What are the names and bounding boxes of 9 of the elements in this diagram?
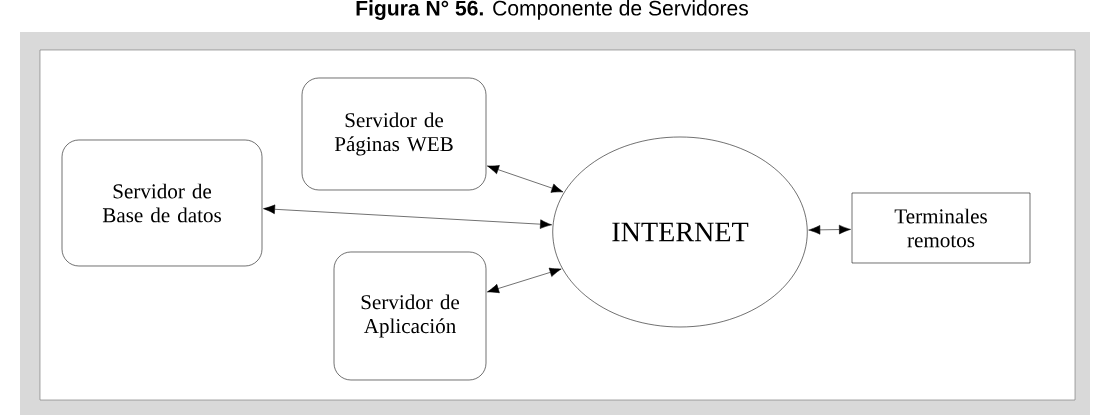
arrow xyxy=(263,204,552,229)
server-box: Servidor de Base de datos xyxy=(61,139,263,267)
server-box: Servidor de Aplicación xyxy=(333,251,487,381)
arrow xyxy=(487,165,564,193)
terminal-box: Terminales remotos xyxy=(851,192,1031,264)
arrow xyxy=(808,224,851,235)
server-box: Servidor de Páginas WEB xyxy=(301,77,487,191)
figure-title: Figura N° 56. Componente de Servidores xyxy=(356,0,748,20)
arrow xyxy=(487,267,562,294)
